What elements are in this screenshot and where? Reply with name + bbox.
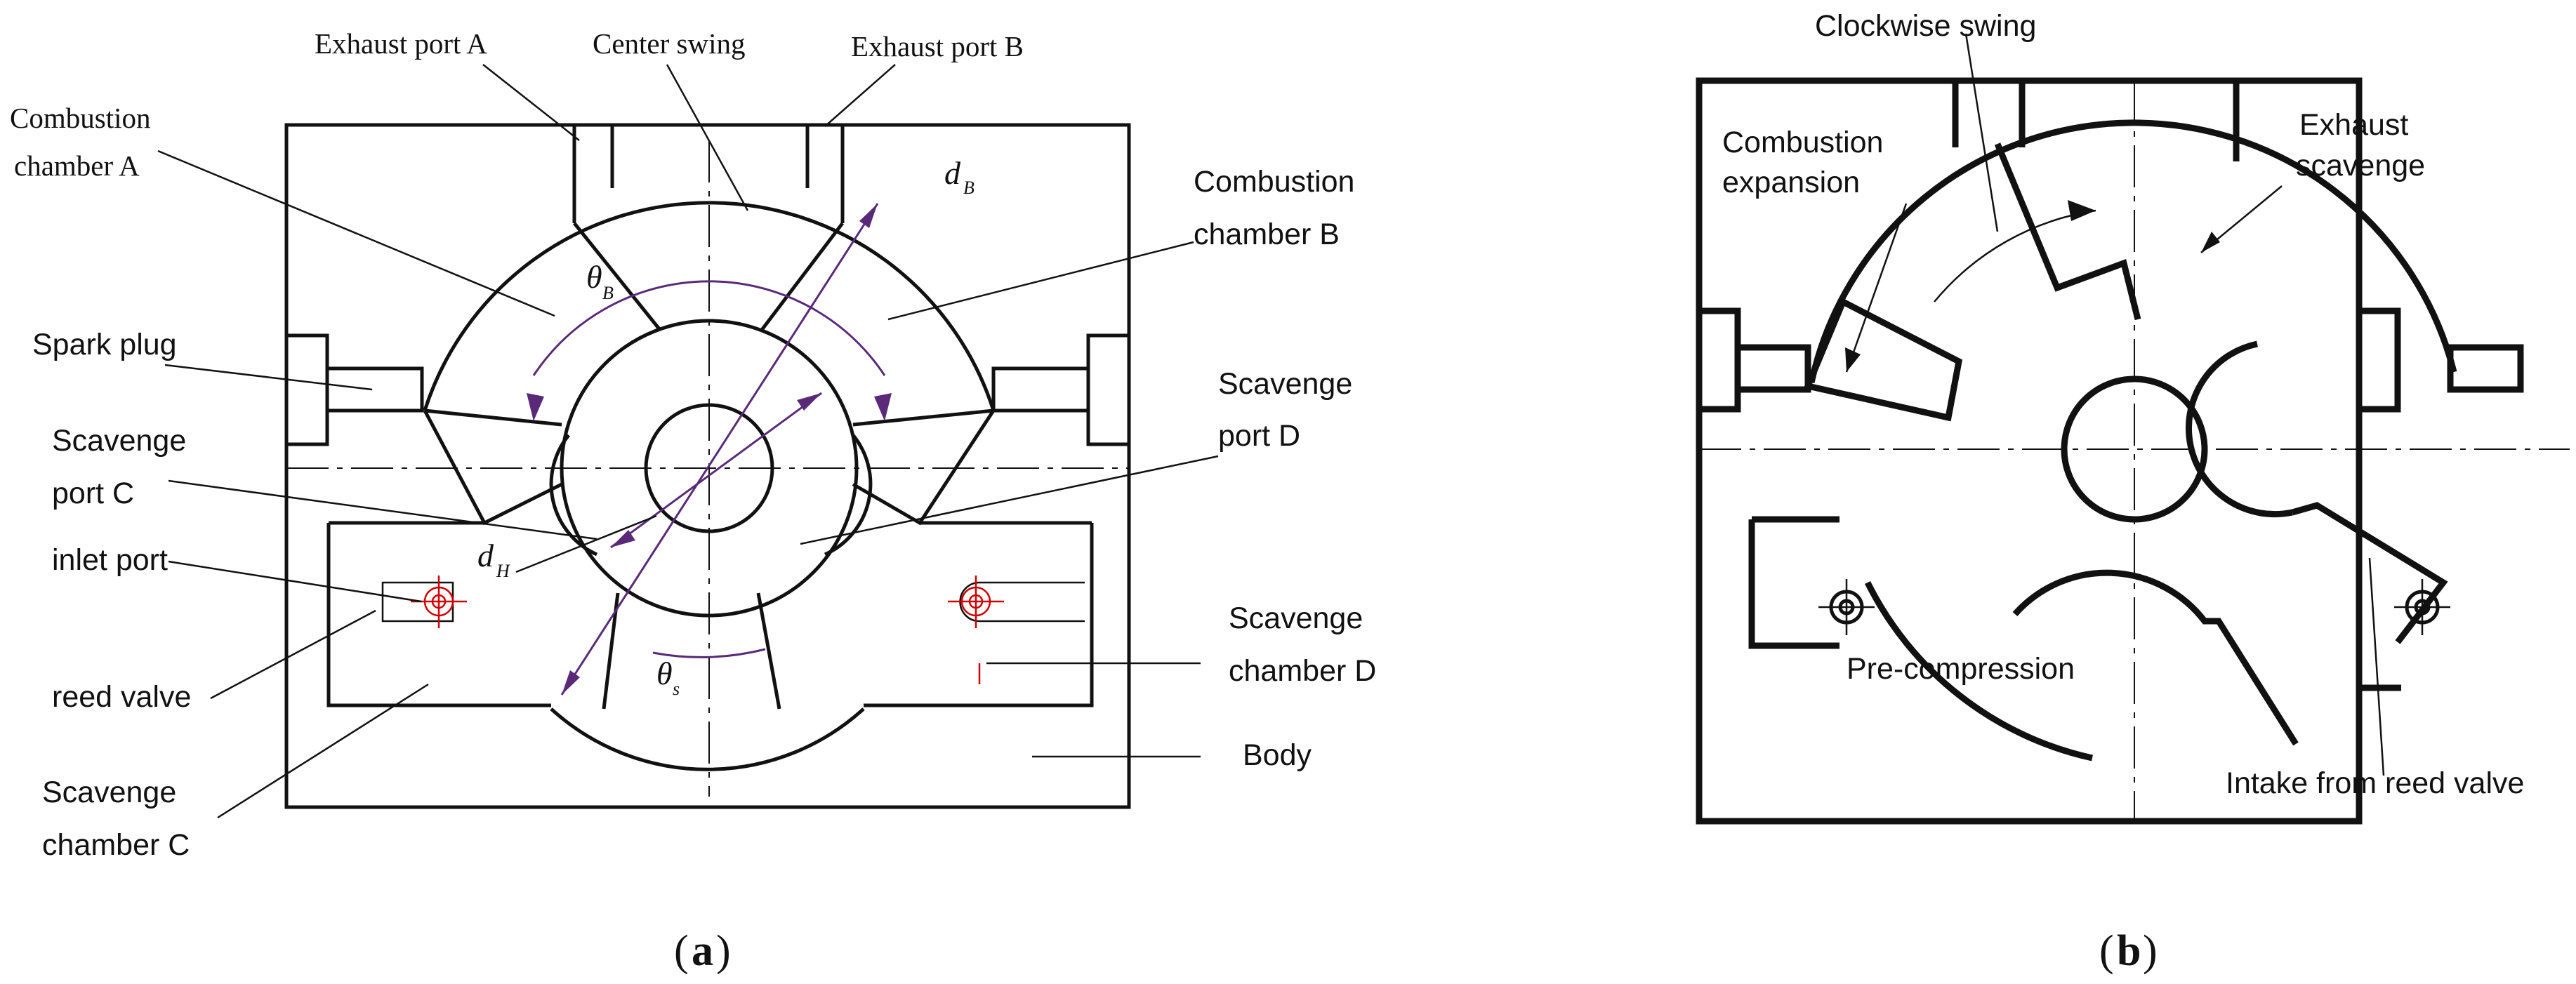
label-inlet-port: inlet port	[52, 543, 168, 577]
label-body: Body	[1243, 738, 1312, 772]
spark-plug-left	[284, 333, 329, 446]
label-pre-compression: Pre-compression	[1847, 652, 2075, 686]
label-exhaust-port-b: Exhaust port B	[851, 30, 1024, 62]
symbol-theta-s-sub: s	[673, 679, 680, 699]
symbol-d-h: d	[477, 538, 494, 573]
label-scavenge-chamber-c-1: Scavenge	[42, 776, 176, 809]
label-combustion-chamber-b-2: chamber B	[1194, 218, 1340, 251]
label-spark-plug: Spark plug	[32, 328, 177, 361]
label-scavenge-port-d-2: port D	[1218, 419, 1300, 453]
rotor-lobe-top	[1994, 142, 2141, 321]
label-scavenge-port-c-1: Scavenge	[52, 424, 186, 458]
symbol-theta-b-sub: B	[602, 283, 614, 303]
label-combustion-chamber-b-1: Combustion	[1194, 165, 1354, 199]
label-combustion-expansion-1: Combustion	[1722, 126, 1883, 159]
label-center-swing: Center swing	[593, 27, 746, 60]
caption-a-letter: a	[692, 927, 713, 975]
rotor-vane-right	[852, 408, 996, 526]
caption-a-open: (	[674, 927, 689, 975]
diagram-a: Exhaust port A Center swing Exhaust port…	[10, 27, 1376, 975]
label-combustion-chamber-a-2: chamber A	[14, 149, 140, 182]
symbol-theta-b: θ	[586, 259, 602, 295]
body-outline-b	[1696, 77, 2363, 825]
label-scavenge-port-c-2: port C	[52, 477, 134, 510]
label-scavenge-port-d-1: Scavenge	[1218, 367, 1352, 401]
body-outline-a	[284, 123, 1131, 809]
chamber-arc-top	[423, 201, 996, 411]
symbol-d-h-sub: H	[496, 561, 510, 581]
label-scavenge-chamber-d-2: chamber D	[1229, 654, 1376, 688]
diagram-b: Clockwise swing Combustion expansion Exh…	[1696, 9, 2570, 975]
label-reed-valve: reed valve	[52, 680, 191, 714]
rotor-lobe-combustion	[1803, 297, 1963, 422]
caption-a-close: )	[716, 927, 731, 975]
label-scavenge-chamber-c-2: chamber C	[42, 828, 190, 862]
rotor-lobe-bottom	[2012, 569, 2299, 746]
label-intake-from-reed-valve: Intake from reed valve	[2226, 766, 2524, 800]
spark-plug-right	[1086, 333, 1131, 446]
label-exhaust-scavenge-2: scavenge	[2296, 149, 2425, 182]
chamber-arc-bottom	[550, 707, 865, 771]
rotor-vane-top	[573, 222, 844, 331]
symbol-d-b: d	[944, 155, 961, 191]
label-exhaust-port-a: Exhaust port A	[315, 27, 487, 60]
caption-b-close: )	[2143, 927, 2158, 975]
label-exhaust-scavenge-1: Exhaust	[2299, 108, 2408, 142]
label-combustion-expansion-2: expansion	[1722, 166, 1860, 199]
caption-b-letter: b	[2117, 927, 2141, 975]
rotor-housing-arc	[1808, 119, 2457, 383]
symbol-theta-s: θ	[656, 656, 673, 691]
rotor-vane-left	[423, 408, 563, 526]
symbol-d-b-sub: B	[963, 178, 975, 198]
label-clockwise-swing: Clockwise swing	[1815, 9, 2036, 43]
caption-b-open: (	[2099, 927, 2114, 975]
label-combustion-chamber-a-1: Combustion	[10, 102, 150, 134]
label-scavenge-chamber-d-1: Scavenge	[1229, 601, 1363, 635]
